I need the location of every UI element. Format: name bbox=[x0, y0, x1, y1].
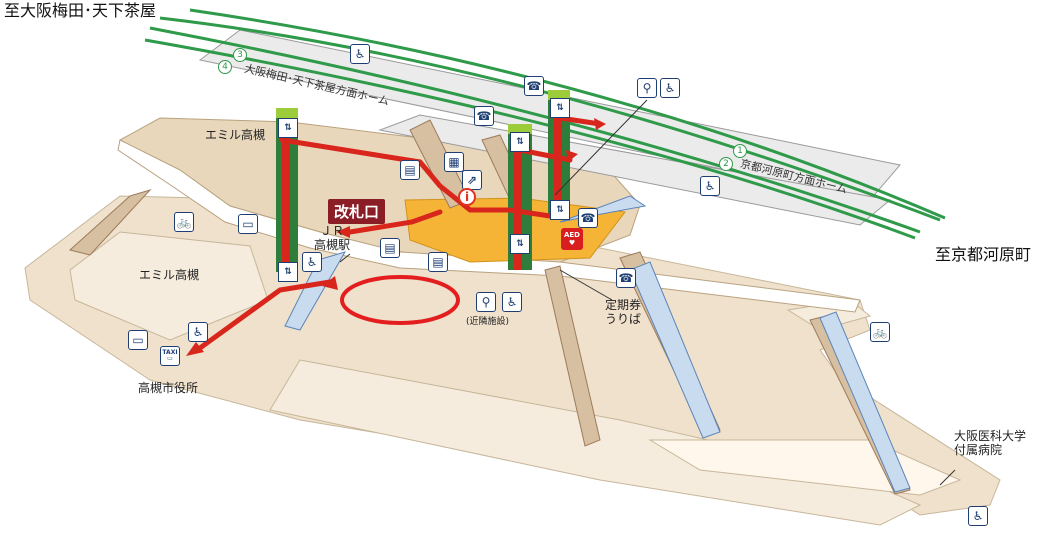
track-number-1: 1 bbox=[733, 144, 747, 158]
elevator-icon: ⇅ bbox=[550, 200, 570, 220]
takatsuki-city-hall-label: 高槻市役所 bbox=[138, 381, 199, 395]
callout-hospital bbox=[939, 469, 956, 486]
phone-icon: ☎ bbox=[578, 208, 598, 228]
callout-jr bbox=[339, 253, 351, 263]
restroom-icon: ⚲ bbox=[476, 292, 496, 312]
ticket-machine-icon: ▤ bbox=[400, 160, 420, 180]
bus-icon: ▭ bbox=[238, 214, 258, 234]
nearby-facility-label: (近隣施設) bbox=[466, 317, 510, 327]
emil-takatsuki-lower-label: エミル高槻 bbox=[139, 268, 200, 282]
taxi-icon: TAXI▭ bbox=[160, 346, 180, 366]
escalator-4 bbox=[819, 311, 911, 493]
ticket-machine-icon: ▤ bbox=[380, 238, 400, 258]
highlight-circle bbox=[340, 275, 460, 325]
elevator-icon: ⇅ bbox=[278, 118, 298, 138]
stair-3 bbox=[544, 265, 601, 447]
callout-lines bbox=[339, 99, 956, 486]
track-number-3: 3 bbox=[233, 48, 247, 62]
aed-icon: AED♥ bbox=[561, 228, 583, 250]
jr-takatsuki-station-label: ＪＲ 高槻駅 bbox=[314, 224, 351, 252]
route-segment-1 bbox=[279, 137, 553, 219]
phone-icon: ☎ bbox=[616, 268, 636, 288]
route-arrowheads bbox=[186, 118, 606, 356]
bus-icon: ▭ bbox=[128, 330, 148, 350]
route-segment-3 bbox=[557, 115, 603, 127]
elevator-icon: ⇅ bbox=[510, 234, 530, 254]
deck-underside bbox=[117, 139, 861, 313]
arrowhead-platform-upper bbox=[594, 118, 606, 130]
escalator-3 bbox=[629, 261, 721, 439]
elevator-icon: ⇅ bbox=[278, 262, 298, 282]
ticket-gate-label: 改札口 bbox=[328, 199, 386, 224]
callout-commuter bbox=[559, 269, 613, 301]
bicycle-parking-icon: 🚲 bbox=[870, 322, 890, 342]
information-icon: i bbox=[458, 188, 476, 206]
wheelchair-icon: ♿ bbox=[502, 292, 522, 312]
elevator-icon: ⇅ bbox=[550, 98, 570, 118]
elevator-icon: ⇅ bbox=[510, 132, 530, 152]
accessible-restroom-icon: ♿ bbox=[350, 44, 370, 64]
locker-icon: ▦ bbox=[444, 152, 464, 172]
destination-kyoto-kawaramachi: 至京都河原町 bbox=[935, 245, 1032, 264]
arrowhead-gate bbox=[336, 226, 350, 238]
phone-icon: ☎ bbox=[474, 106, 494, 126]
callout-restroom bbox=[554, 99, 648, 196]
arrowhead-cityhall bbox=[186, 342, 204, 356]
escalator-icon: ⇗ bbox=[462, 170, 482, 190]
track-number-4: 4 bbox=[218, 60, 232, 74]
osaka-medical-hospital-label: 大阪医科大学 付属病院 bbox=[954, 429, 1027, 457]
escalator-1 bbox=[284, 251, 347, 331]
track-line-2 bbox=[189, 8, 946, 220]
commuter-pass-counter-label: 定期券 うりば bbox=[605, 298, 642, 326]
destination-osaka-umeda: 至大阪梅田･天下茶屋 bbox=[4, 1, 157, 20]
arrowhead-platform-lower bbox=[566, 150, 578, 162]
restroom-icon: ⚲ bbox=[637, 78, 657, 98]
wheelchair-icon: ♿ bbox=[968, 506, 988, 526]
track-number-2: 2 bbox=[719, 157, 733, 171]
wheelchair-icon: ♿ bbox=[188, 322, 208, 342]
route-segment-5 bbox=[197, 279, 333, 351]
arrowhead-jr bbox=[322, 276, 338, 290]
emil-takatsuki-upper-label: エミル高槻 bbox=[205, 128, 266, 142]
phone-icon: ☎ bbox=[524, 76, 544, 96]
wheelchair-icon: ♿ bbox=[302, 252, 322, 272]
bicycle-parking-icon: 🚲 bbox=[174, 212, 194, 232]
ticket-machine-icon: ▤ bbox=[428, 252, 448, 272]
stair-6 bbox=[68, 188, 152, 256]
accessible-restroom-icon: ♿ bbox=[700, 176, 720, 196]
wheelchair-icon: ♿ bbox=[660, 78, 680, 98]
route-segment-4 bbox=[347, 209, 443, 235]
